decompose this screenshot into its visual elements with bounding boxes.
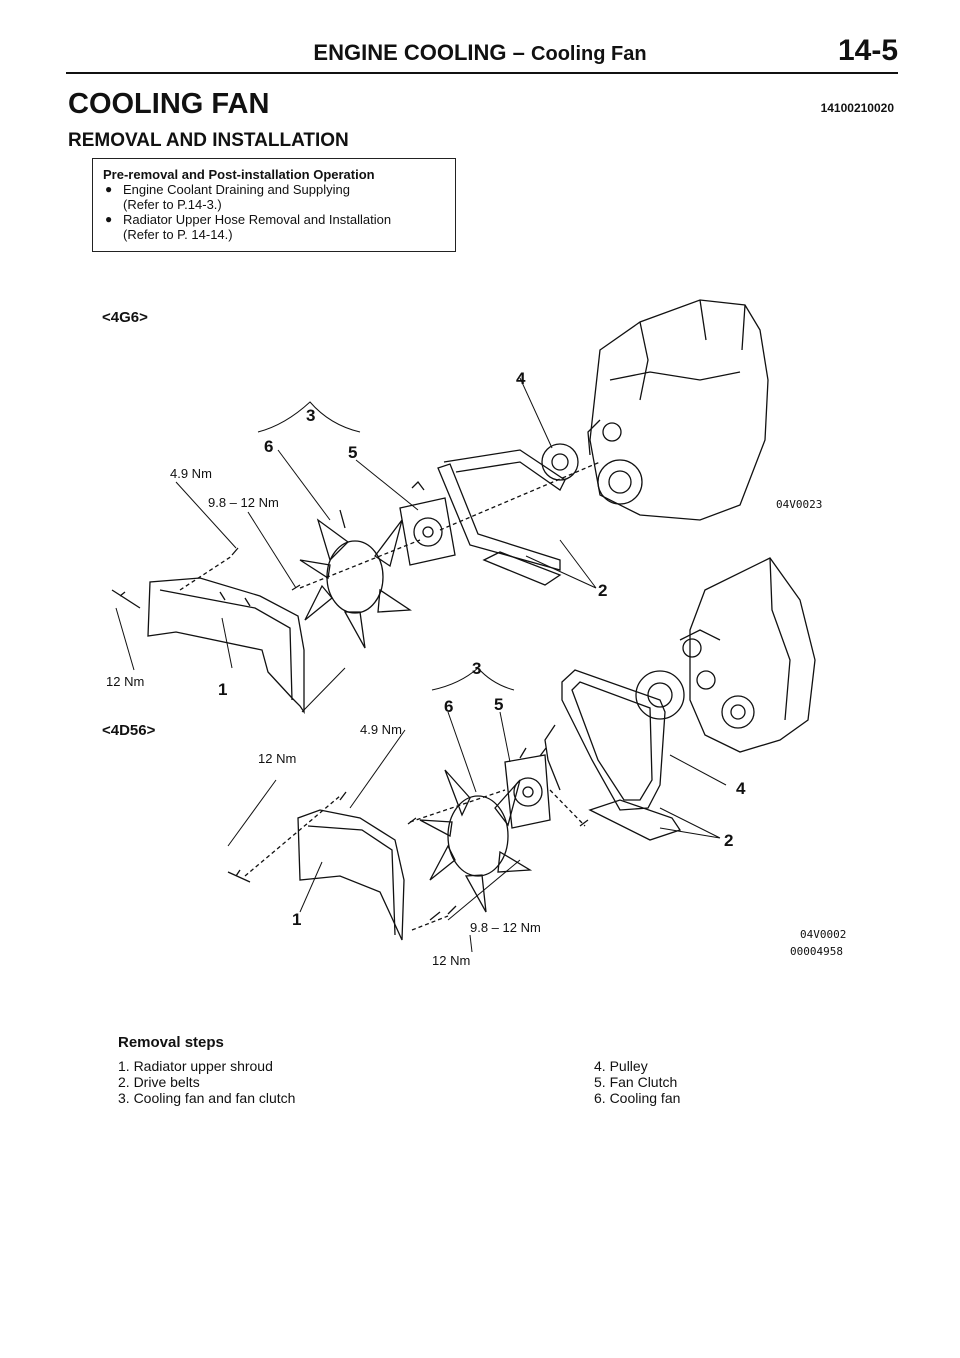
removal-step: 3. Cooling fan and fan clutch [118,1090,296,1106]
callout-3-lower: 3 [472,659,481,678]
callout-2-lower: 2 [724,831,733,850]
figure-code-upper: 04V0023 [776,498,822,511]
engine-block-4d56-illustration [635,557,816,753]
header-subtitle: Cooling Fan [531,43,647,65]
bullet-icon: ● [105,182,113,196]
fan-clutch-upper-illustration [399,481,456,566]
removal-step: 2. Drive belts [118,1074,200,1090]
exploded-view-diagram: <4G6> 4.9 Nm 9.8 – 12 Nm 12 Nm 3 6 5 4 2… [102,299,846,968]
header-dash: – [512,40,525,65]
callout-4-upper: 4 [516,369,526,388]
figure-code-lower: 04V0002 [800,928,846,941]
torque-label: 12 Nm [432,953,470,968]
removal-steps-right: 4. Pulley 5. Fan Clutch 6. Cooling fan [594,1058,680,1106]
pre-removal-item-ref: (Refer to P. 14-14.) [123,227,233,242]
drive-belts-upper-illustration [437,449,566,586]
drive-belts-lower-illustration [544,669,682,841]
shroud-upper-illustration [147,577,305,715]
running-header: ENGINE COOLING – Cooling Fan [0,40,960,66]
pre-removal-item-ref: (Refer to P.14-3.) [123,197,222,212]
removal-step: 4. Pulley [594,1058,648,1074]
pre-removal-item-text: Radiator Upper Hose Removal and Installa… [123,212,392,227]
pre-removal-item-text: Engine Coolant Draining and Supplying [123,182,350,197]
torque-label: 9.8 – 12 Nm [470,920,541,935]
callout-1-lower: 1 [292,910,301,929]
cooling-fan-lower-illustration [419,769,533,913]
removal-steps-left: 1. Radiator upper shroud 2. Drive belts … [118,1058,295,1106]
bolts-upper-illustration [111,547,301,609]
callout-6-upper: 6 [264,437,273,456]
subsection-title: REMOVAL AND INSTALLATION [68,130,349,151]
callout-2-upper: 2 [598,581,607,600]
removal-steps-title: Removal steps [118,1034,224,1051]
removal-step: 5. Fan Clutch [594,1074,678,1090]
torque-label: 12 Nm [106,674,144,689]
pre-removal-item: ● Radiator Upper Hose Removal and Instal… [103,212,445,242]
removal-step: 1. Radiator upper shroud [118,1058,273,1074]
torque-label: 12 Nm [258,751,296,766]
bullet-icon: ● [105,212,113,226]
section-title: COOLING FAN [68,88,270,120]
page-number: 14-5 [837,34,898,67]
callout-5-lower: 5 [494,695,503,714]
cooling-fan-upper-illustration [299,509,412,649]
torque-label: 4.9 Nm [170,466,212,481]
assembly-axis-upper [179,461,601,591]
pre-removal-box: Pre-removal and Post-installation Operat… [92,158,456,252]
assembly-axis-lower [244,789,586,931]
torque-label: 4.9 Nm [360,722,402,737]
engine-variant-4g6: <4G6> [102,309,148,326]
leader-lines [115,377,727,953]
removal-step: 6. Cooling fan [594,1090,681,1106]
pre-removal-title: Pre-removal and Post-installation Operat… [103,167,375,182]
pre-removal-item: ● Engine Coolant Draining and Supplying … [103,182,445,212]
callout-5-upper: 5 [348,443,357,462]
callout-3-upper: 3 [306,406,315,425]
header-title: ENGINE COOLING [313,40,507,65]
callout-4-lower: 4 [736,779,746,798]
engine-variant-4d56: <4D56> [102,722,156,739]
header-rule [66,72,898,74]
callout-6-lower: 6 [444,697,453,716]
figure-code-lower-2: 00004958 [790,945,843,958]
engine-block-4g6-illustration [541,299,769,521]
fan-clutch-lower-illustration [504,747,551,829]
shroud-lower-illustration [297,809,405,941]
bolts-lower-illustration [227,791,589,921]
callout-1-upper: 1 [218,680,227,699]
section-code: 14100210020 [820,101,894,115]
torque-label: 9.8 – 12 Nm [208,495,279,510]
